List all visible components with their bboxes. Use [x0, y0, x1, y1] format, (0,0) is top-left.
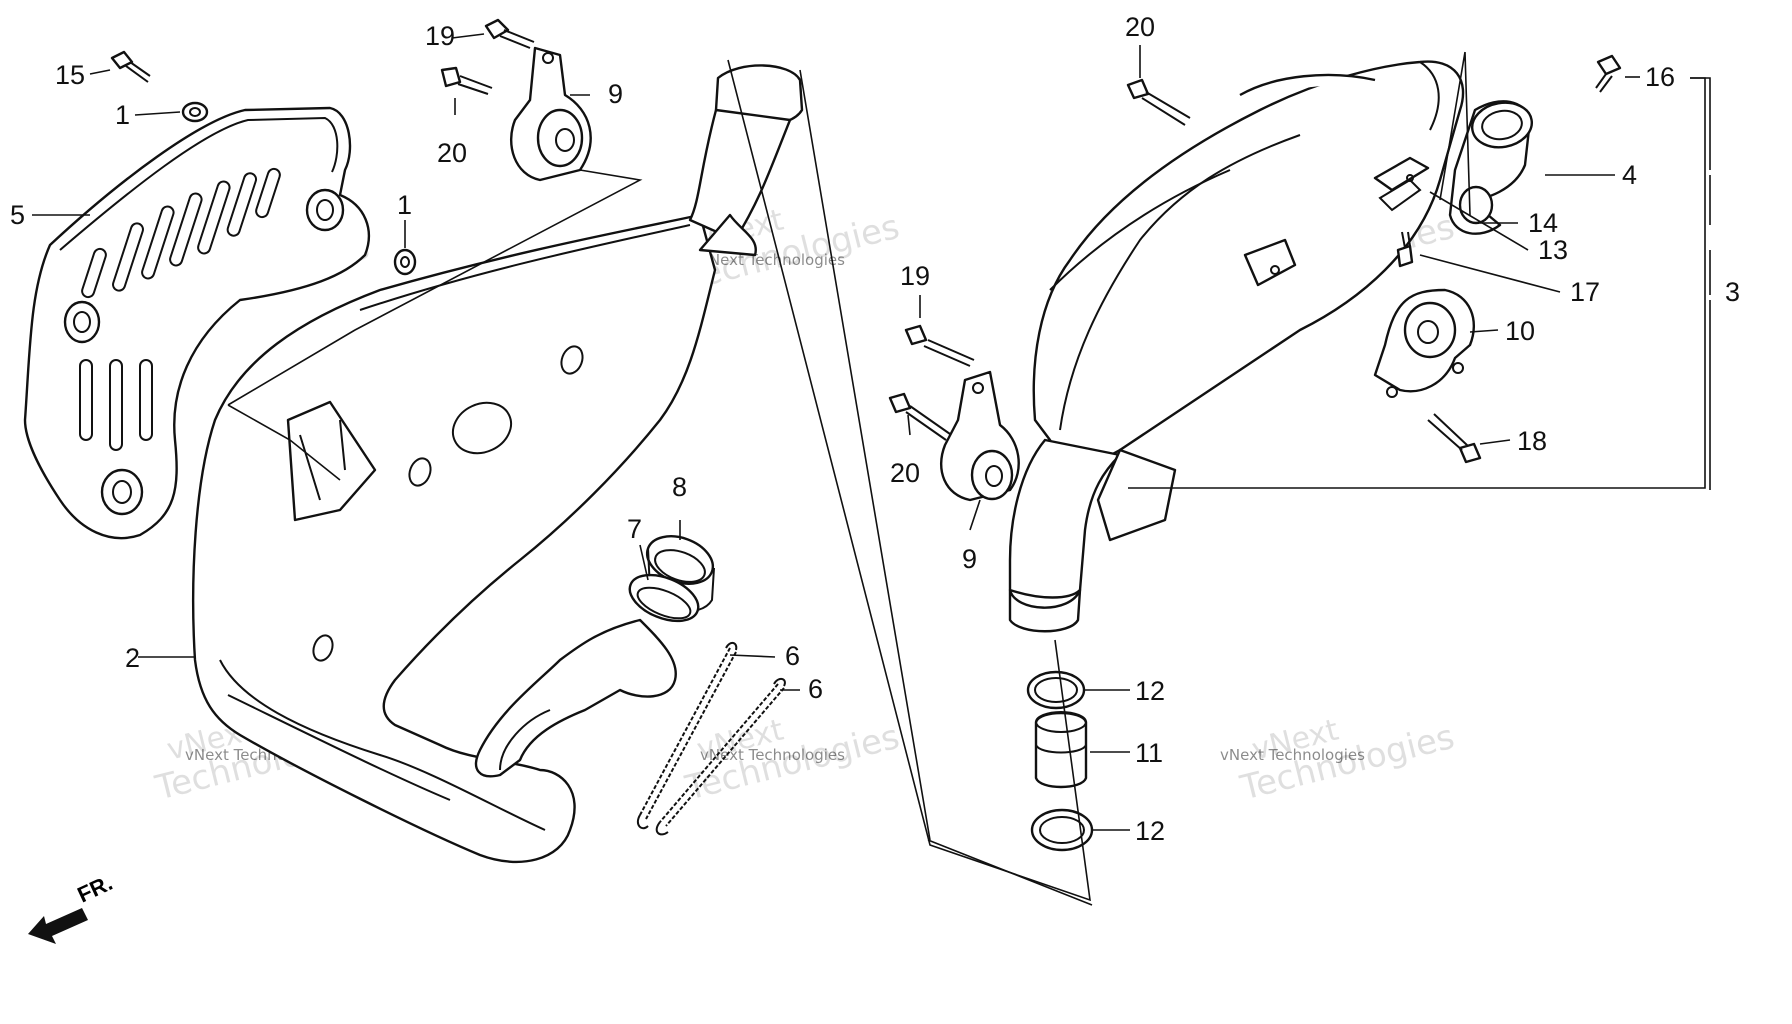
gasket-part-12: [1030, 808, 1094, 852]
heat-shield-mount-boss: [100, 468, 144, 516]
tail-plate-part-13: [1373, 156, 1430, 212]
exhaust-chamber-part-2: [192, 64, 804, 863]
callout-number: 9: [962, 544, 977, 574]
callout-number: 19: [900, 261, 930, 291]
callout-number: 8: [672, 472, 687, 502]
bolt-part-20: [888, 392, 951, 441]
watermark-small-text: vNext Technologies: [700, 251, 845, 269]
front-direction-label: FR.: [74, 870, 117, 908]
heat-shield-mount-boss: [305, 188, 345, 232]
callout-number: 13: [1538, 235, 1568, 265]
bolt-part-18: [1427, 413, 1482, 464]
heat-shield-mount-boss: [63, 300, 101, 344]
exhaust-spring-part-6: [655, 678, 786, 836]
callout-number: 15: [55, 60, 85, 90]
callout-number: 11: [1135, 738, 1163, 768]
watermark-small-text: vNext Technologies: [700, 746, 845, 764]
callout-number: 16: [1645, 62, 1675, 92]
callout-number: 1: [397, 190, 412, 220]
front-arrow-icon: [28, 908, 88, 944]
callout-number: 9: [608, 79, 623, 109]
callout-number: 12: [1135, 816, 1165, 846]
callout-number: 12: [1135, 676, 1165, 706]
gasket-part-12: [1026, 670, 1086, 710]
heat-shield-slots: [79, 167, 281, 451]
callout-number: 7: [627, 514, 642, 544]
mount-bracket-part-9: [510, 46, 592, 182]
callout-number: 20: [1125, 12, 1155, 42]
leader-lines: [32, 33, 1711, 906]
screw-part-17: [1396, 231, 1414, 268]
callout-number: 3: [1725, 277, 1740, 307]
bolt-part-15: [110, 50, 151, 83]
bolt-part-19: [904, 324, 975, 367]
bolt-part-16: [1595, 54, 1622, 93]
silencer-assembly: [1008, 60, 1465, 633]
callout-number: 6: [785, 641, 800, 671]
callout-labels: 15 1 5 1 2 19 9 20 8 7 6 6 20 16 4 14 13…: [10, 12, 1740, 846]
watermark-small-text: vNext Technologies: [1220, 746, 1365, 764]
callout-number: 20: [890, 458, 920, 488]
mount-bracket-part-10: [1373, 288, 1475, 398]
callout-number: 1: [115, 100, 130, 130]
callout-number: 4: [1622, 160, 1637, 190]
bolt-part-20: [1126, 78, 1191, 126]
callout-number: 20: [437, 138, 467, 168]
washer-part-1: [181, 101, 209, 123]
callout-number: 19: [425, 21, 455, 51]
bolt-part-20: [440, 66, 493, 95]
callout-number: 10: [1505, 316, 1535, 346]
mount-bracket-part-9: [940, 370, 1020, 502]
tail-pipe-part-4: [1448, 100, 1533, 235]
front-direction-indicator: FR.: [28, 870, 116, 944]
seal-ring-part-7: [628, 573, 700, 623]
callout-number: 2: [125, 643, 140, 673]
callout-number: 5: [10, 200, 25, 230]
bolt-part-19: [484, 18, 535, 49]
callout-number: 18: [1517, 426, 1547, 456]
heat-shield-part-5: [23, 106, 370, 540]
washer-part-1: [393, 248, 417, 276]
callout-number: 14: [1528, 208, 1558, 238]
joint-pipe-part-11: [1034, 711, 1088, 789]
callout-number: 6: [808, 674, 823, 704]
callout-number: 17: [1570, 277, 1600, 307]
exhaust-spring-part-6: [636, 642, 738, 830]
